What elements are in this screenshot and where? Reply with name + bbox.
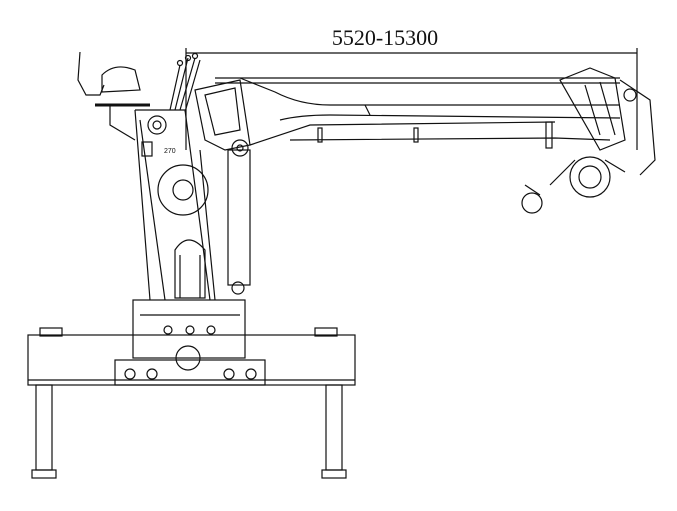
luffing-cylinder — [227, 139, 251, 295]
operator-seat — [77, 51, 150, 141]
control-levers — [169, 52, 201, 113]
outrigger-beam — [27, 327, 356, 386]
small-label: 270 — [164, 148, 176, 155]
crane-base — [132, 299, 246, 371]
crane-column: 270 — [134, 109, 216, 301]
reach-dimension-label: 5520-15300 — [332, 25, 438, 50]
outrigger-legs — [31, 384, 347, 479]
hook-icon — [521, 192, 543, 214]
boom-head — [521, 67, 656, 214]
reach-dimension: 5520-15300 — [185, 25, 638, 150]
telescopic-boom — [194, 77, 621, 151]
